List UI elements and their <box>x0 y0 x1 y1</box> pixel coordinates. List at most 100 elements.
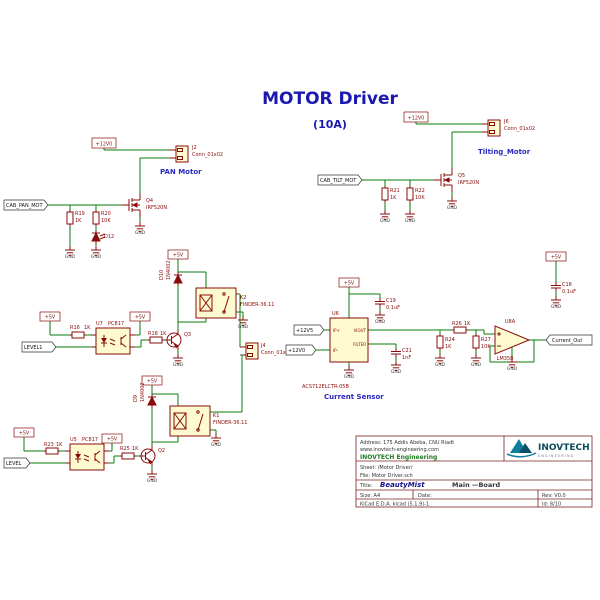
opamp-u8a <box>494 325 531 355</box>
mosfet-q5 <box>433 167 453 193</box>
resistor-r20 <box>92 209 100 227</box>
transistor-q2-ref: Q2 <box>158 448 165 454</box>
optocoupler-u7-value: PC817 <box>108 321 124 327</box>
resistor-r26-ref: R26 <box>452 321 462 327</box>
power-flag-label: +5V <box>147 379 158 385</box>
resistor-r27-value: 10K <box>481 344 491 350</box>
capacitor-c21-value: 1nF <box>402 355 411 361</box>
power-flag-label: +5V <box>19 431 30 437</box>
resistor-r23-ref: R23 <box>44 442 54 448</box>
resistor-r24 <box>436 333 444 351</box>
gnd-symbol <box>404 209 416 220</box>
gnd-label: GND <box>391 369 402 375</box>
resistor-r25-value: 1K <box>132 446 139 452</box>
resistor-r26-value: 1K <box>464 321 471 327</box>
net-label: LEVEL1 <box>24 345 43 351</box>
relay-k2-section: +5V +5V +5V 1N4002 D10 K2 FINDER-36.11 Q… <box>21 249 292 368</box>
pan-motor-section: +12V0 CAB_PAN_MOT J2 Conn_01x02 PAN Moto… <box>3 137 223 260</box>
gnd-label: GND <box>135 230 146 236</box>
net-label: CAB_TILT_MOT <box>320 178 357 184</box>
power-flag-label: +12V0 <box>408 116 424 122</box>
inovtech-logo: INOVTECH ENGINEERING <box>506 439 590 458</box>
power-flag-label: +5V <box>135 315 146 321</box>
pin-ip-minus: IP- <box>333 348 339 353</box>
mosfet-q4-ref: Q4 <box>146 198 153 204</box>
power-flag-label: +5V <box>45 315 56 321</box>
connector-j2-value: Conn_01x02 <box>192 152 223 158</box>
current-sensor-caption: Current Sensor <box>324 393 384 401</box>
power-flag-12v-tilt: +12V0 <box>403 111 429 123</box>
resistor-r20-ref: R20 <box>101 211 111 217</box>
global-label-12v-out: +12V0 <box>285 344 317 356</box>
pan-motor-caption: PAN Motor <box>160 168 202 176</box>
gnd-symbol <box>379 209 391 220</box>
opamp-u8a-value: LM358 <box>497 356 514 362</box>
power-flag-5v-opto-b-in: +5V <box>13 427 35 438</box>
gnd-symbol <box>210 433 222 444</box>
power-flag-5v-rail-b: +5V <box>141 375 163 386</box>
title-label: Title: <box>359 483 373 489</box>
resistor-r22-value: 10K <box>415 195 425 201</box>
resistor-r16-ref: R16 <box>70 325 80 331</box>
transistor-q3 <box>164 329 182 351</box>
gnd-label: GND <box>147 478 158 484</box>
global-label-cab-tilt-mot: CAB_TILT_MOT <box>317 174 363 186</box>
gnd-label: GND <box>551 304 562 310</box>
diode-d9-ref: D9 <box>133 395 139 402</box>
resistor-r16 <box>69 331 87 339</box>
global-label-level: LEVEL <box>3 457 31 469</box>
gnd-symbol <box>90 245 102 256</box>
connector-j6 <box>481 119 501 137</box>
capacitor-c18-value: 0.1uF <box>562 289 576 295</box>
gnd-symbol <box>374 310 386 321</box>
gnd-symbol <box>172 353 184 364</box>
resistor-r18-value: 1K <box>160 331 167 337</box>
opamp-u8a-ref: U8A <box>505 319 516 325</box>
resistor-r21 <box>381 185 389 203</box>
connector-j6-ref: J6 <box>503 119 509 125</box>
capacitor-c19-ref: C19 <box>386 298 396 304</box>
diode-d10 <box>173 271 183 287</box>
resistor-r19-value: 1K <box>75 218 82 224</box>
gnd-label: GND <box>91 254 102 260</box>
optocoupler-u5-ref: U5 <box>70 437 77 443</box>
optocoupler-u5 <box>64 443 110 471</box>
resistor-r24-value: 1K <box>445 344 452 350</box>
transistor-q2 <box>138 445 156 467</box>
gnd-label: GND <box>435 362 446 368</box>
gnd-label: GND <box>344 374 355 380</box>
diode-d9 <box>147 393 157 409</box>
net-label: LEVEL <box>6 461 22 467</box>
mosfet-q5-value: IRF520N <box>458 180 479 186</box>
rev-label: Rev: V0.0 <box>542 493 566 499</box>
mosfet-q5-ref: Q5 <box>458 173 465 179</box>
relay-k2-ref: K2 <box>240 295 246 301</box>
gnd-symbol <box>134 221 146 232</box>
net-label: Current_Out <box>552 338 582 344</box>
connector-j4 <box>239 342 259 360</box>
capacitor-c18 <box>550 281 562 292</box>
connector-j4-ref: J4 <box>260 343 266 349</box>
capacitor-c19 <box>374 297 386 308</box>
capacitor-c18-ref: C18 <box>562 282 572 288</box>
ic-acs712-value: ACS712ELCTR-05B <box>302 384 349 390</box>
net-label: +12V0 <box>288 348 305 354</box>
power-flag-label: +5V <box>551 255 562 261</box>
resistor-r22-ref: R22 <box>415 188 425 194</box>
pin-ip-plus: IP+ <box>333 328 340 333</box>
logo-subtext: ENGINEERING <box>538 454 575 458</box>
page-title: MOTOR Driver <box>262 89 398 109</box>
gnd-label: GND <box>447 205 458 211</box>
power-flag-5v-rail-a: +5V <box>167 249 189 260</box>
net-label: CAB_PAN_MOT <box>6 203 43 209</box>
company-website: www.inovtech-engineering.com <box>360 447 439 453</box>
diode-d9-value: 1N4002 <box>140 382 146 402</box>
id-label: Id: 8/10 <box>542 502 561 508</box>
power-flag-5v-opto-b-out: +5V <box>101 433 123 444</box>
tilting-motor-wires <box>362 122 482 210</box>
relay-k1-wires <box>23 354 243 470</box>
connector-j2-ref: J2 <box>191 145 197 151</box>
logo-wordmark: INOVTECH <box>538 443 590 453</box>
tilting-motor-section: +12V0 CAB_TILT_MOT J6 Conn_01x02 Tilting… <box>317 111 535 224</box>
